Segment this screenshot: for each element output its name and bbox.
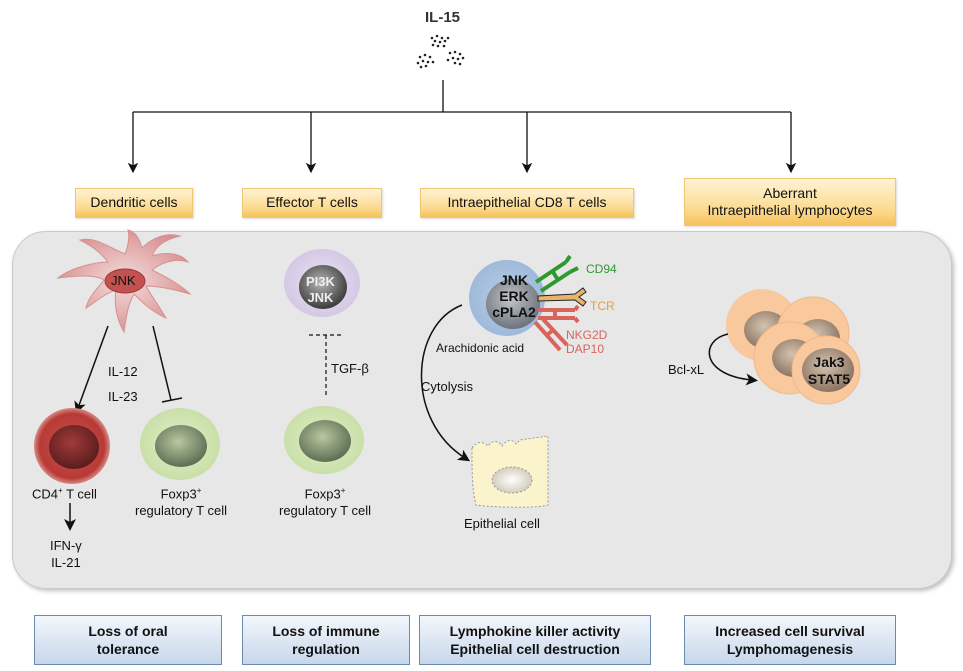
cd8-t-cell-icon [469,260,545,336]
tcr-label: TCR [590,299,615,313]
tcr-receptor-icon [537,287,587,307]
dap10-receptor-icon [533,315,569,352]
il12-label: IL-12 [108,364,138,379]
arachidonic-acid-label: Arachidonic acid [436,341,525,355]
treg-label-2: Foxp3+ regulatory T cell [278,486,371,519]
cd94-receptor-icon [534,254,579,293]
outcome-cell-survival: Increased cell survival Lymphomagenesis [684,615,896,665]
effector-t-cell-icon [284,249,360,317]
tgf-beta-dashed-line [309,334,341,398]
il15-particles-icon [416,34,465,69]
il23-label: IL-23 [108,389,138,404]
dendritic-cell-icon [56,229,192,334]
aberrant-nucleus-label: Jak3 STAT5 [807,354,851,387]
dap10-label: DAP10 [566,342,605,356]
outcome-immune-regulation: Loss of immune regulation [242,615,410,665]
branch-intraepithelial-cd8: Intraepithelial CD8 T cells [420,188,634,218]
tgf-beta-label: TGF-β [331,361,369,376]
aberrant-lymphocyte-cluster-icon [726,289,861,405]
treg-cell-icon [140,408,220,480]
cd8-nucleus-label: JNK ERK cPLA2 [492,272,536,321]
branch-tree [127,80,797,174]
cytolysis-label: Cytolysis [421,379,474,394]
bclxl-arrow [708,333,758,386]
outcome-lymphokine-killer: Lymphokine killer activity Epithelial ce… [419,615,651,665]
treg-label-1: Foxp3+ regulatory T cell [134,486,227,519]
cd4-t-cell-label: CD4+ T cell [32,486,97,502]
branch-effector-t-cells: Effector T cells [242,188,382,218]
treg-cell-icon-2 [284,406,364,474]
epithelial-cell-icon [471,435,549,508]
outcome-oral-tolerance: Loss of oral tolerance [34,615,222,665]
branch-dendritic-cells: Dendritic cells [75,188,193,218]
bclxl-label: Bcl-xL [668,362,705,377]
activation-arrow [74,325,109,414]
nkg2d-label: NKG2D [566,328,608,342]
branch-aberrant-iel: Aberrant Intraepithelial lymphocytes [684,178,896,226]
dc-jnk-label: JNK [111,273,136,288]
cd94-label: CD94 [586,262,617,276]
effector-nucleus-label: PI3K JNK [306,274,335,305]
cd4-t-cell-icon [34,408,110,484]
epithelial-cell-label: Epithelial cell [464,516,540,531]
cd4-outputs: IFN-γ IL-21 [50,538,82,570]
cytolysis-arrow [420,304,471,462]
il15-title: IL-15 [425,9,461,26]
inhibition-line [152,325,172,401]
